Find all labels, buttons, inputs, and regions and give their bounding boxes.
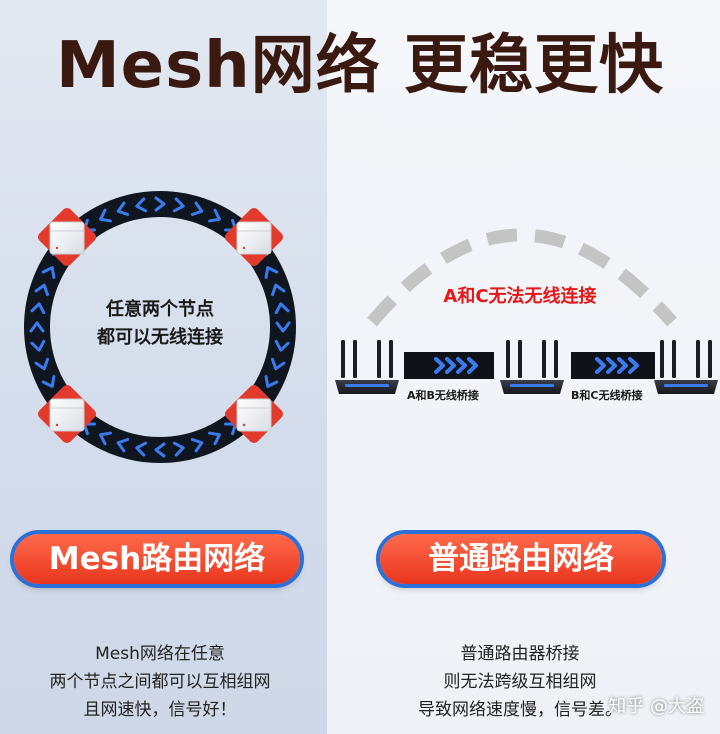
router-icon xyxy=(654,340,718,394)
normal-description: 普通路由器桥接 则无法跨级互相组网 导致网络速度慢，信号差。 xyxy=(370,640,670,724)
routers xyxy=(335,340,718,394)
bridge-ab-label: A和B无线桥接 xyxy=(407,389,479,402)
normal-description-line3: 导致网络速度慢，信号差。 xyxy=(418,700,622,720)
mesh-description-line2: 两个节点之间都可以互相组网 xyxy=(49,672,271,692)
normal-description-line2: 则无法跨级互相组网 xyxy=(443,672,597,692)
watermark: 知乎 @大盗 xyxy=(608,696,704,717)
mesh-network-badge: Mesh路由网络 xyxy=(14,534,300,584)
bridge-ab xyxy=(404,352,494,379)
mesh-ring xyxy=(24,191,296,463)
mesh-node-icon xyxy=(37,384,97,444)
mesh-description-line3: 且网速快，信号好！ xyxy=(83,700,237,720)
mesh-node-icon xyxy=(37,207,97,267)
arc-label: A和C无法无线连接 xyxy=(443,286,597,307)
ring-caption-line1: 任意两个节点 xyxy=(106,299,214,320)
ring-caption-line2: 都可以无线连接 xyxy=(97,327,223,348)
mesh-description-line1: Mesh网络在任意 xyxy=(95,644,225,664)
normal-description-line1: 普通路由器桥接 xyxy=(460,644,580,664)
bridge-bc xyxy=(571,352,655,379)
normal-network-badge: 普通路由网络 xyxy=(380,534,662,584)
ring-caption: 任意两个节点 都可以无线连接 xyxy=(60,296,260,352)
mesh-node-icon xyxy=(224,207,284,267)
mesh-node-icon xyxy=(224,384,284,444)
router-icon xyxy=(500,340,564,394)
mesh-nodes xyxy=(37,207,284,444)
dashed-arc xyxy=(367,228,677,327)
bridge-bc-label: B和C无线桥接 xyxy=(571,389,643,402)
page-title: Mesh网络 更稳更快 xyxy=(55,29,665,103)
mesh-description: Mesh网络在任意 两个节点之间都可以互相组网 且网速快，信号好！ xyxy=(20,640,300,724)
router-icon xyxy=(335,340,399,394)
